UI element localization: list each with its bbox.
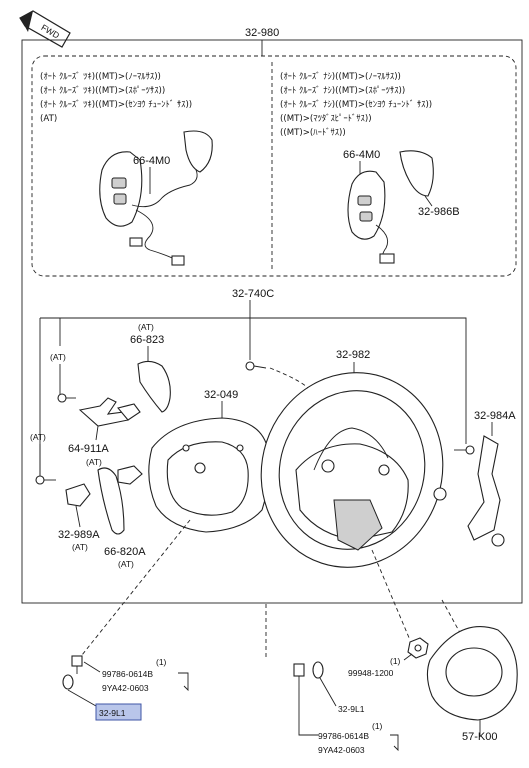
- part-label-32-740c: 32-740C: [232, 288, 274, 300]
- left-note-3: (ｵｰﾄ ｸﾙｰｽﾞ ﾂｷ)((MT)>(ｾﾝﾖｳ ﾁｭｰﾝﾄﾞ ｻｽ)): [40, 98, 192, 110]
- part-label-32-049: 32-049: [204, 389, 238, 401]
- screw-icon-left-upper: [57, 393, 76, 403]
- screw-icon-top: [245, 361, 267, 371]
- right-bracket-illustration: [467, 435, 501, 541]
- at-note-1: (AT): [50, 352, 66, 362]
- cap-left-illustration: [62, 674, 74, 690]
- paddle-up-note: (AT): [138, 322, 154, 332]
- right-notes: (ｵｰﾄ ｸﾙｰｽﾞ ﾅｼ)((MT)>(ﾉｰﾏﾙｻｽ)) (ｵｰﾄ ｸﾙｰｽﾞ…: [280, 70, 432, 138]
- part-label-bolt-mid: 99786-0614B: [318, 731, 369, 741]
- steering-wheel-illustration: [260, 372, 444, 568]
- bolt-left-qty: (1): [156, 657, 167, 667]
- part-label-66-4m0-right: 66-4M0: [343, 149, 380, 161]
- airbag-illustration: [426, 626, 518, 721]
- part-label-bolt-left-alt: 9YA42-0603: [102, 683, 149, 693]
- screw-icon-right: [454, 445, 475, 455]
- paddle-up-illustration: [137, 360, 171, 413]
- part-label-32-9l1-left[interactable]: 32-9L1: [99, 708, 126, 718]
- paddle-down-illustration: [97, 467, 125, 535]
- nut-qty: (1): [390, 656, 401, 666]
- part-label-57-k00: 57-K00: [462, 731, 497, 743]
- right-switch-illustration: 66-4M0 32-986B: [343, 149, 460, 264]
- bracket-note: (AT): [86, 457, 102, 467]
- bracket-32-989a-illustration: [65, 483, 91, 507]
- right-note-4: ((MT)>(ﾏﾂﾀﾞｽﾋﾟｰﾄﾞｻｽ)): [280, 112, 372, 124]
- part-label-32-9l1-mid: 32-9L1: [338, 704, 365, 714]
- bracket-64-911a-illustration: [78, 397, 129, 427]
- part-label-32-989a: 32-989A: [58, 529, 100, 541]
- right-note-2: (ｵｰﾄ ｸﾙｰｽﾞ ﾅｼ)((MT)>(ｽﾎﾟｰﾂｻｽ)): [280, 84, 405, 96]
- switch-assembly-box: [31, 55, 517, 277]
- bolt-mid-illustration: [293, 663, 305, 688]
- nut-illustration: [407, 637, 429, 659]
- part-label-bolt-mid-alt: 9YA42-0603: [318, 745, 365, 755]
- bolt-mid-qty: (1): [372, 721, 383, 731]
- bracket-2-note: (AT): [72, 542, 88, 552]
- part-label-bolt-left: 99786-0614B: [102, 669, 153, 679]
- part-label-nut: 99948-1200: [348, 668, 394, 678]
- screw-icon-left-lower: [35, 475, 56, 485]
- left-note-4: (AT): [40, 114, 57, 124]
- left-note-2: (ｵｰﾄ ｸﾙｰｽﾞ ﾂｷ)((MT)>(ｽﾎﾟｰﾂｻｽ)): [40, 84, 165, 96]
- left-note-1: (ｵｰﾄ ｸﾙｰｽﾞ ﾂｷ)((MT)>(ﾉｰﾏﾙｻｽ)): [40, 70, 161, 82]
- highlighted-part-label-box[interactable]: [95, 703, 142, 721]
- main-frame: [21, 39, 523, 604]
- right-note-5: ((MT)>(ﾊｰﾄﾞｻｽ)): [280, 126, 346, 138]
- left-notes: (ｵｰﾄ ｸﾙｰｽﾞ ﾂｷ)((MT)>(ﾉｰﾏﾙｻｽ)) (ｵｰﾄ ｸﾙｰｽﾞ…: [40, 70, 192, 124]
- part-label-66-4m0-left: 66-4M0: [133, 155, 170, 167]
- forward-direction-tag: FWD: [19, 10, 71, 48]
- cap-mid-illustration: [312, 661, 324, 679]
- part-label-32-984a: 32-984A: [474, 410, 516, 422]
- bolt-left-illustration: [71, 655, 83, 674]
- part-label-32-982: 32-982: [336, 349, 370, 361]
- paddle-down-note: (AT): [118, 559, 134, 569]
- right-note-3: (ｵｰﾄ ｸﾙｰｽﾞ ﾅｼ)((MT)>(ｾﾝﾖｳ ﾁｭｰﾝﾄﾞ ｻｽ)): [280, 98, 432, 110]
- left-switch-illustration: 66-4M0: [99, 130, 213, 266]
- part-label-32-980: 32-980: [245, 27, 279, 39]
- part-label-66-820a: 66-820A: [104, 546, 146, 558]
- part-label-32-986b: 32-986B: [418, 206, 460, 218]
- at-note-2: (AT): [30, 432, 46, 442]
- part-label-66-823: 66-823: [130, 334, 164, 346]
- right-note-1: (ｵｰﾄ ｸﾙｰｽﾞ ﾅｼ)((MT)>(ﾉｰﾏﾙｻｽ)): [280, 70, 401, 82]
- part-label-64-911a: 64-911A: [68, 443, 109, 455]
